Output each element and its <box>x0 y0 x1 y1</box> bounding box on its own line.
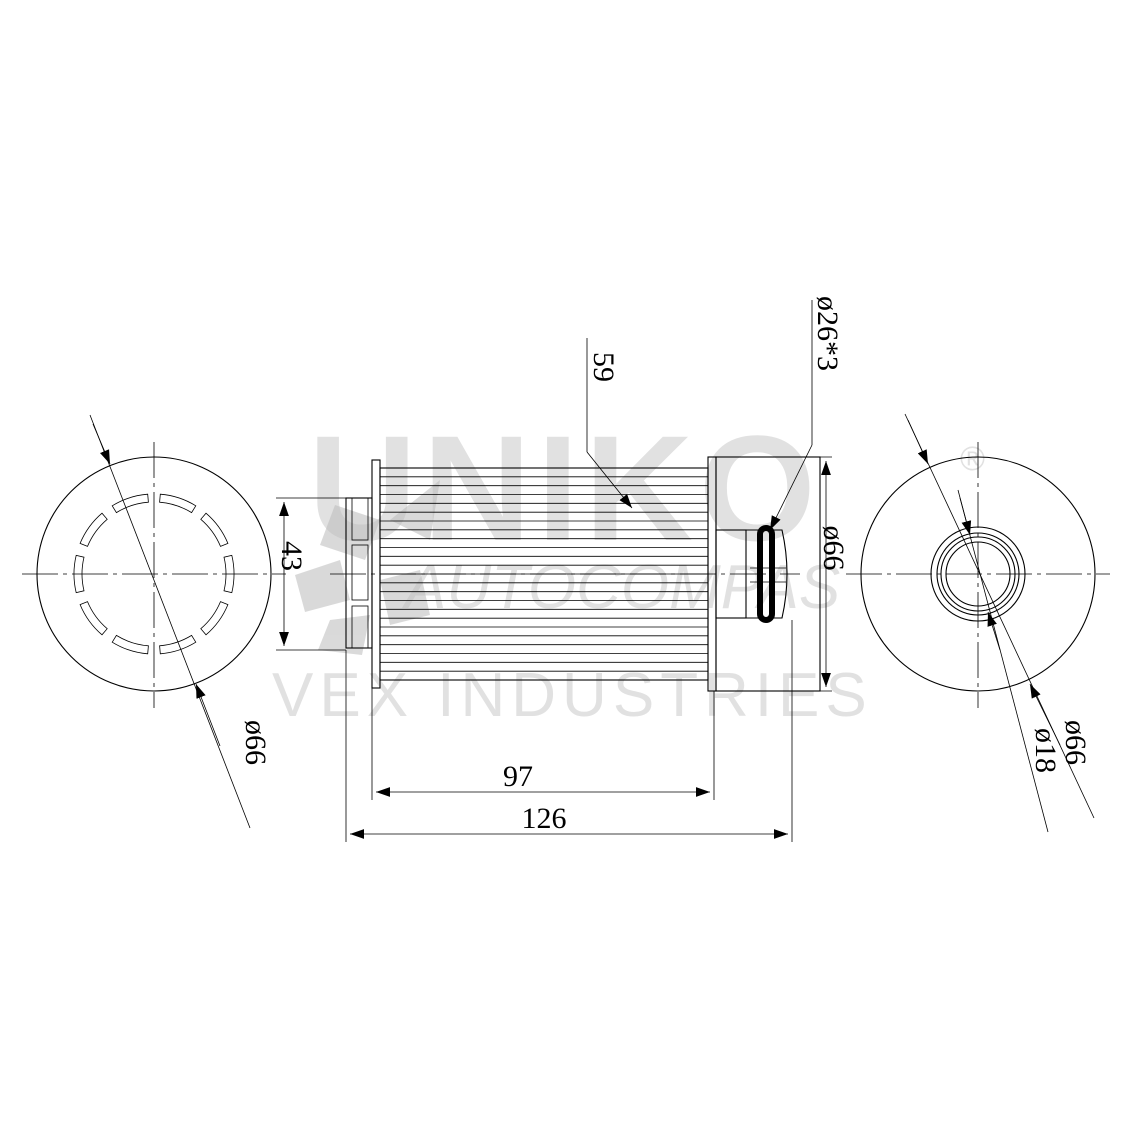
flange-tab <box>351 544 369 601</box>
dim-97-label: 97 <box>503 760 533 793</box>
ring-segment <box>79 601 108 636</box>
dim-43-label: 43 <box>275 541 308 571</box>
right-ring-3 <box>940 536 1016 612</box>
ring-segment <box>200 601 229 636</box>
ring-segment <box>111 634 149 655</box>
right-dia66-leader <box>904 413 1095 819</box>
dim-right66-label: ø66 <box>817 526 850 571</box>
right-dia66-arrow-bottom <box>1029 683 1061 746</box>
watermark-line2: VEX INDUSTRIES <box>272 661 873 730</box>
left-inner-segments <box>73 493 235 655</box>
ring-segment <box>159 634 197 655</box>
oring-label: ø26*3 <box>811 296 844 371</box>
dim-59-label: 59 <box>587 352 620 382</box>
left-dia-arrow-bottom <box>195 683 221 747</box>
right-ring-outer <box>930 526 1026 622</box>
right-dia18-label: ø18 <box>1029 728 1062 773</box>
side-view: 43 59 ø26*3 ø66 97 126 <box>275 296 850 842</box>
ring-segment <box>73 554 85 594</box>
oring-leader <box>769 444 813 531</box>
watermark-brand: UNIKO <box>308 404 821 572</box>
right-ring-inner <box>945 541 1011 607</box>
left-dia-arrow-top <box>92 423 111 465</box>
ring-segment <box>111 493 149 514</box>
dim-126-label: 126 <box>522 802 567 835</box>
watermark-line1: AUTOCOMPAS <box>401 553 840 622</box>
flange-tab <box>351 497 369 541</box>
right-end-view: ø66 ø18 <box>846 413 1110 833</box>
watermark-registered: ® <box>960 440 985 478</box>
right-dia18-arrow-top <box>959 497 972 536</box>
right-ring-2 <box>936 532 1020 616</box>
left-flange-tabs <box>351 497 369 649</box>
ring-segment <box>159 493 197 514</box>
right-dia18-leader <box>957 489 1049 833</box>
ring-segment <box>79 512 108 547</box>
right-dia18-arrow-bottom <box>987 611 1001 651</box>
watermark: UNIKO ® AUTOCOMPAS VEX INDUSTRIES <box>272 404 985 730</box>
left-end-view: ø66 <box>22 414 286 829</box>
watermark-logo-icon <box>295 480 440 655</box>
left-dia-leader <box>89 414 251 829</box>
flange-tab <box>351 605 369 649</box>
dim-59-leader <box>586 451 633 509</box>
right-dia66-label: ø66 <box>1059 720 1092 765</box>
ring-segment <box>200 512 229 547</box>
ring-segment <box>223 554 235 594</box>
left-dia-label: ø66 <box>239 720 272 765</box>
right-dia66-arrow-top <box>907 419 929 465</box>
